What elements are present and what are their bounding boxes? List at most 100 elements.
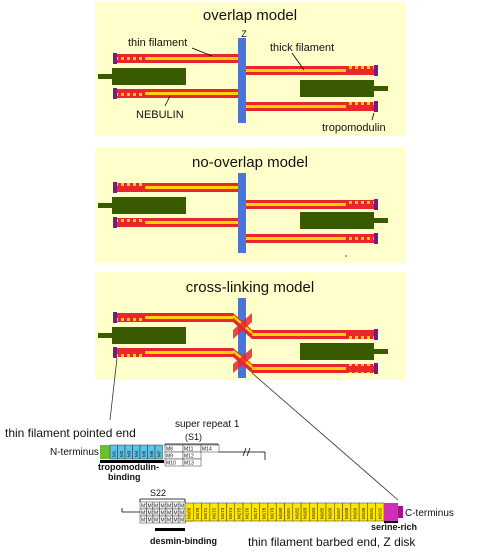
panel-title-cross-linking: cross-linking model bbox=[186, 279, 314, 296]
svg-text:M7: M7 bbox=[156, 450, 161, 457]
svg-text:M177: M177 bbox=[253, 507, 258, 519]
svg-text:M192: M192 bbox=[377, 507, 382, 519]
n-terminal-segment bbox=[100, 445, 110, 459]
svg-text:M9: M9 bbox=[166, 454, 173, 460]
svg-text:M176: M176 bbox=[245, 507, 250, 519]
svg-text:M186: M186 bbox=[328, 507, 333, 519]
module-M170: M170 bbox=[193, 502, 202, 522]
thick-filament-right bbox=[300, 343, 388, 360]
svg-text:M171: M171 bbox=[203, 507, 208, 519]
svg-text:M4: M4 bbox=[134, 450, 139, 457]
svg-text:M12: M12 bbox=[184, 454, 194, 460]
z-disk-bar bbox=[238, 38, 246, 123]
thick-filament-label: thick filament bbox=[270, 42, 334, 54]
thin-filament-lower-right bbox=[252, 363, 378, 374]
svg-text:M181: M181 bbox=[286, 507, 291, 519]
thin-filament-lower-right bbox=[246, 101, 378, 112]
thin-filament-upper-right bbox=[246, 65, 378, 76]
svg-text:M170: M170 bbox=[195, 507, 200, 519]
thick-filament-right bbox=[300, 212, 388, 229]
z-disk-label: Z bbox=[241, 29, 247, 39]
serine-rich-region bbox=[384, 503, 398, 521]
sh3-domain bbox=[398, 506, 403, 518]
module-M6: M6 bbox=[147, 444, 156, 460]
module-M184: M184 bbox=[309, 502, 318, 522]
svg-text:M5: M5 bbox=[141, 450, 146, 457]
s22-label: S22 bbox=[150, 488, 166, 498]
svg-text:M179: M179 bbox=[270, 507, 275, 519]
thick-filament-left bbox=[98, 327, 186, 344]
module-M14: M14 bbox=[200, 444, 220, 453]
module-M192: M192 bbox=[375, 502, 385, 522]
pointed-end-label: thin filament pointed end bbox=[5, 426, 136, 440]
svg-text:M6: M6 bbox=[149, 450, 154, 457]
module-M188: M188 bbox=[342, 502, 352, 522]
svg-text:M182: M182 bbox=[294, 507, 299, 519]
svg-text:M191: M191 bbox=[369, 507, 374, 519]
module-M12: M12 bbox=[182, 451, 202, 460]
thin-filament-upper-left bbox=[113, 312, 233, 323]
module-M3: M3 bbox=[124, 444, 133, 460]
svg-text:M175: M175 bbox=[236, 507, 241, 519]
nebulin-label: NEBULIN bbox=[136, 109, 184, 121]
desmin-binding-bar bbox=[155, 528, 185, 531]
module-M2: M2 bbox=[117, 444, 126, 460]
thin-filament-lower-left bbox=[113, 347, 233, 358]
svg-text:M10: M10 bbox=[166, 461, 176, 467]
z-disk-bar bbox=[238, 298, 246, 378]
module-M187: M187 bbox=[334, 502, 343, 522]
module-M7: M7 bbox=[154, 444, 163, 460]
super-repeat-label: super repeat 1 bbox=[175, 419, 240, 430]
n-terminus-label: N-terminus bbox=[50, 447, 99, 458]
svg-text:M169: M169 bbox=[187, 507, 192, 519]
module-M5: M5 bbox=[139, 444, 148, 460]
panel-title-overlap: overlap model bbox=[203, 7, 297, 24]
thick-filament-left bbox=[98, 68, 186, 85]
tropomodulin-binding-label: tropomodulin- binding bbox=[98, 462, 162, 482]
svg-text:M14: M14 bbox=[202, 447, 212, 453]
serine-rich-bar bbox=[384, 521, 398, 523]
thin-filament-lower-left bbox=[113, 217, 242, 228]
thin-filament-upper-left bbox=[113, 53, 242, 64]
module-M189: M189 bbox=[350, 502, 360, 522]
pointed-end-pointer bbox=[109, 357, 118, 421]
module-M9: M9 bbox=[164, 451, 184, 460]
svg-text:M172: M172 bbox=[212, 507, 217, 519]
module-M176: M176 bbox=[242, 502, 252, 522]
svg-text:M183: M183 bbox=[303, 507, 308, 519]
svg-text:M178: M178 bbox=[261, 507, 266, 519]
thin-filament-upper-left bbox=[113, 182, 242, 193]
svg-text:M190: M190 bbox=[361, 507, 366, 519]
barbed-end-label: thin filament barbed end, Z disk bbox=[248, 535, 416, 549]
module-M180: M180 bbox=[275, 502, 285, 522]
thick-filament-left bbox=[98, 197, 186, 214]
thin-filament-upper-right bbox=[252, 329, 378, 340]
module-M10: M10 bbox=[164, 458, 184, 467]
sequence-n-terminal: thin filament pointed end super repeat 1… bbox=[5, 419, 266, 482]
svg-text:M2: M2 bbox=[119, 450, 124, 457]
svg-text:M189: M189 bbox=[352, 507, 357, 519]
panel-title-no-overlap: no-overlap model bbox=[192, 154, 308, 171]
module-M169: M169 bbox=[184, 502, 194, 522]
panel-overlap-model: overlap model Z bbox=[95, 2, 405, 136]
module-M4: M4 bbox=[132, 444, 141, 460]
sequence-c-terminal: S22 M148M149M150M151M152M153M154M155M156… bbox=[121, 488, 454, 549]
svg-text:M185: M185 bbox=[319, 507, 324, 519]
svg-text:M174: M174 bbox=[228, 507, 233, 519]
module-M175: M175 bbox=[234, 502, 244, 522]
module-M185: M185 bbox=[317, 502, 327, 522]
module-M186: M186 bbox=[325, 502, 335, 522]
panel-cross-linking-model: cross-linking model bbox=[95, 272, 405, 380]
barbed-end-pointer bbox=[251, 372, 399, 501]
module-M181: M181 bbox=[284, 502, 294, 522]
module-M173: M173 bbox=[217, 502, 227, 522]
module-M179: M179 bbox=[267, 502, 277, 522]
tropomodulin-label: tropomodulin bbox=[322, 122, 386, 134]
panel-no-overlap-model: no-overlap model bbox=[95, 148, 405, 263]
module-M13: M13 bbox=[182, 458, 202, 467]
module-M1: M1 bbox=[109, 444, 118, 460]
module-M191: M191 bbox=[367, 502, 376, 522]
